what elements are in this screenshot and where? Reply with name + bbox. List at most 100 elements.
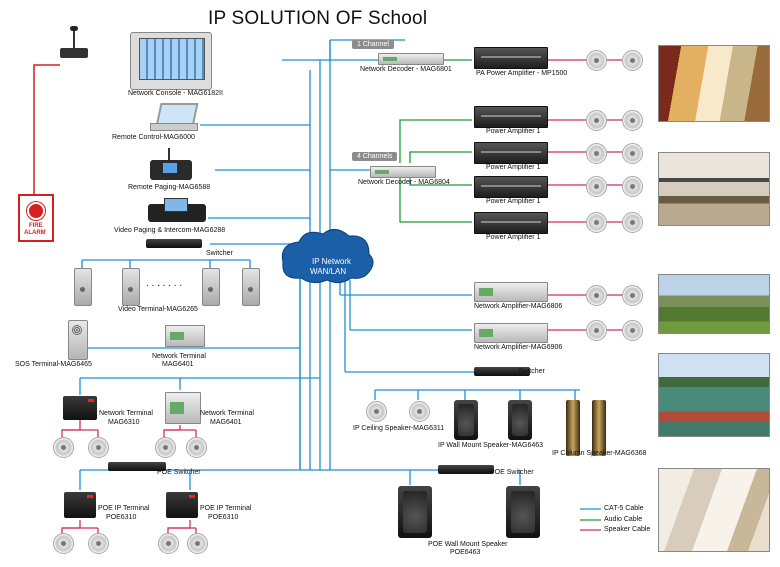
cloud-label-line2: WAN/LAN — [310, 267, 347, 276]
video-terminal-dots: . . . . . . . — [146, 278, 183, 289]
ceiling-speaker-icon — [586, 285, 607, 306]
cloud-label-line1: IP Network — [312, 257, 351, 266]
ceiling-speaker-icon — [622, 320, 643, 341]
ceiling-speaker-icon — [88, 533, 109, 554]
ceiling-speaker-icon — [155, 437, 176, 458]
column-speaker-2 — [592, 400, 606, 456]
ceiling-speaker-icon — [586, 320, 607, 341]
video-terminal-2 — [122, 268, 140, 306]
ceiling-speaker-icon — [586, 50, 607, 71]
video-terminal-label: Video Terminal-MAG6265 — [118, 306, 198, 313]
legend-speaker: Speaker Cable — [604, 526, 651, 533]
poe-wall-speaker-1 — [398, 486, 432, 538]
ceiling-speaker-icon — [187, 533, 208, 554]
campus-photo — [658, 274, 770, 334]
ceiling-speaker-icon — [53, 437, 74, 458]
power-amplifier-3 — [474, 176, 548, 198]
net-amp-6806-label: Network Amplifier-MAG6806 — [474, 303, 563, 310]
poe-ip-terminal-b — [166, 492, 198, 518]
wall-speaker-label: IP Wall Mount Speaker-MAG6463 — [438, 442, 544, 449]
remote-paging-label: Remote Paging-MAG6588 — [128, 184, 211, 191]
cloud-shape — [281, 229, 374, 284]
audio-cables — [399, 59, 601, 521]
network-terminal-6401-top — [165, 325, 205, 347]
corridor-photo — [658, 45, 770, 122]
fire-label: FIRE — [29, 223, 43, 229]
poe-ip-terminal-a — [64, 492, 96, 518]
power-amp-label-3: Power Amplifier 1 — [486, 198, 541, 205]
poe-term-a-label2: POE6310 — [106, 514, 137, 521]
ceiling-speaker-icon — [622, 143, 643, 164]
net-term-6401a-label1: Network Terminal — [152, 353, 206, 360]
network-terminal-6401-bottom — [165, 392, 201, 424]
column-speaker-label: IP Column Speaker-MAG6368 — [552, 450, 647, 457]
net-term-6310-label1: Network Terminal — [99, 410, 153, 417]
four-channels-tag: 4 Channels — [352, 152, 398, 161]
decoder-6804-label: Network Decoder - MAG6804 — [358, 179, 450, 186]
ceiling-speaker-icon — [88, 437, 109, 458]
power-amp-label-1: Power Amplifier 1 — [486, 128, 541, 135]
net-term-6310-label2: MAG6310 — [108, 419, 140, 426]
right-switcher-label: Switcher — [518, 368, 545, 375]
remote-paging-device — [150, 148, 192, 180]
wall-speaker-2 — [508, 400, 532, 440]
pa-amp-label: PA Power Amplifier - MP1500 — [476, 70, 568, 77]
decoder-6801-label: Network Decoder - MAG6801 — [360, 66, 452, 73]
poe-wall-label-2: POE6463 — [450, 549, 481, 556]
ceiling-speaker-icon — [622, 110, 643, 131]
ceiling-speaker-icon — [586, 110, 607, 131]
net-term-6401a-label2: MAG6401 — [162, 361, 194, 368]
ceiling-speaker-icon — [53, 533, 74, 554]
alarm-bell-icon — [27, 202, 45, 220]
power-amp-label-2: Power Amplifier 1 — [486, 164, 541, 171]
poe-term-a-label1: POE IP Terminal — [98, 505, 150, 512]
poe-wall-label-1: POE Wall Mount Speaker — [428, 541, 508, 548]
ceiling-speaker-label: IP Ceiling Speaker-MAG6311 — [353, 425, 445, 432]
power-amplifier-2 — [474, 142, 548, 164]
left-poe-switcher-label: POE Switcher — [157, 469, 201, 476]
gallery-photo — [658, 468, 770, 552]
legend-audio: Audio Cable — [604, 516, 643, 523]
one-channel-tag: 1 Channel — [352, 40, 394, 49]
wall-speaker-1 — [454, 400, 478, 440]
poe-term-b-label2: POE6310 — [208, 514, 239, 521]
legend-cat5: CAT-5 Cable — [604, 505, 644, 512]
power-amp-label-4: Power Amplifier 1 — [486, 234, 541, 241]
fire-alarm-box: FIRE ALARM — [18, 194, 54, 242]
poe-term-b-label1: POE IP Terminal — [200, 505, 252, 512]
video-terminal-1 — [74, 268, 92, 306]
ceiling-speaker-icon — [586, 212, 607, 233]
network-terminal-6310 — [63, 396, 97, 420]
court-photo — [658, 353, 770, 437]
pa-power-amplifier — [474, 47, 548, 69]
network-amplifier-6906 — [474, 323, 548, 343]
ceiling-speaker-icon — [186, 437, 207, 458]
net-term-6401b-label1: Network Terminal — [200, 410, 254, 417]
sos-terminal-device — [68, 320, 88, 360]
video-paging-device — [148, 198, 208, 222]
laptop-icon — [150, 103, 200, 131]
alarm-label: ALARM — [24, 230, 46, 236]
net-term-6401b-label2: MAG6401 — [210, 419, 242, 426]
right-switcher-device — [474, 367, 530, 376]
right-poe-switcher-label: POE Switcher — [490, 469, 534, 476]
power-amplifier-4 — [474, 212, 548, 234]
left-switcher-device — [146, 239, 202, 248]
ceiling-speaker-icon — [586, 143, 607, 164]
microphone-icon — [60, 26, 88, 58]
network-decoder-6804 — [370, 166, 436, 178]
ceiling-speaker-icon — [158, 533, 179, 554]
net-amp-6906-label: Network Amplifier-MAG6906 — [474, 344, 563, 351]
network-amplifier-6806 — [474, 282, 548, 302]
remote-control-label: Remote Control-MAG6000 — [112, 134, 195, 141]
classroom-photo — [658, 152, 770, 226]
ceiling-speaker-icon — [366, 401, 387, 422]
left-poe-switcher-device — [108, 462, 166, 471]
right-poe-switcher-device — [438, 465, 494, 474]
ceiling-speaker-icon — [409, 401, 430, 422]
ceiling-speaker-icon — [622, 285, 643, 306]
left-switcher-label: Switcher — [206, 250, 233, 257]
video-paging-label: Video Paging & Intercom-MAG6288 — [114, 227, 226, 234]
poe-wall-speaker-2 — [506, 486, 540, 538]
power-amplifier-1 — [474, 106, 548, 128]
